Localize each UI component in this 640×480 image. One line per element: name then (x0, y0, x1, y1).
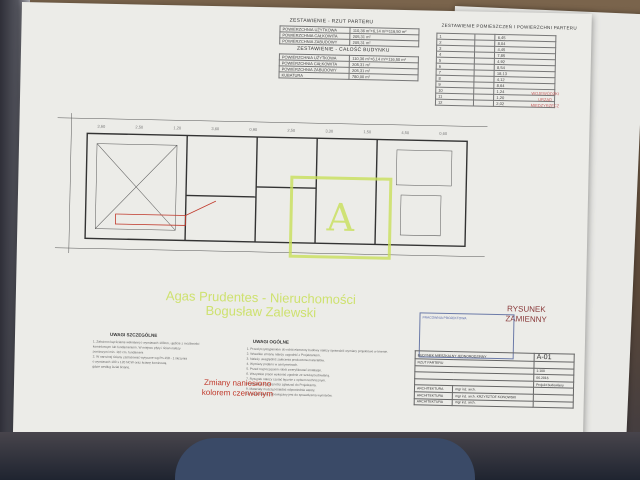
dimension-label: 0,60 (439, 131, 448, 136)
dimension-label: 0,90 (249, 127, 258, 132)
notes-left-head: UWAGI SZCZEGÓLNE (110, 331, 158, 338)
dimension-label: 3,60 (97, 124, 106, 129)
dimension-label: 1,20 (173, 125, 182, 130)
summary-label: KUBATURA (278, 71, 350, 80)
changes-note-line: kolorem czerwonym (201, 387, 274, 399)
stamp-office: PRACOWNIA PROJEKTOWA (422, 315, 467, 321)
dimension-label: 2,50 (287, 128, 296, 133)
drawing-sheet: ZESTAWIENIE - RZUT PARTERU POWIERZCHNIA … (12, 2, 592, 454)
red-approval-stamp: WOJEWÓDZKI URZĄD MIĘDZYRZECZ (499, 90, 590, 132)
watermark-letter: A (326, 195, 355, 241)
dimension-label: 2,50 (135, 124, 144, 129)
dimension-label: 3,30 (325, 128, 334, 133)
summary-value: 205,31 m² (350, 39, 419, 47)
tb-name: mgr inż. arch. (452, 399, 534, 408)
watermark-text: Agas Prudentes - Nieruchomości Bogusław … (165, 288, 356, 321)
floor-plan: 3,60 2,50 1,20 3,60 0,90 2,50 3,30 1,50 4,50 0,60 (54, 113, 488, 257)
dimension-label: 4,50 (401, 130, 410, 135)
watermark-logo: A (288, 175, 393, 260)
fabric-object (175, 438, 475, 480)
summary-value: 780,00 m³ (349, 73, 419, 81)
tb-role: ARCHITEKTURA (414, 398, 453, 406)
changes-note: Zmiany naniesiono kolorem czerwonym (202, 378, 274, 399)
summary-label: POWIERZCHNIA ZABUDOWY (279, 37, 351, 46)
room-name (473, 99, 494, 107)
rooms-header: ZESTAWIENIE POMIESZCZEŃ I POWIERZCHNI PA… (441, 22, 577, 31)
notes-left: 1. Założono kąt ścianie wełnianej o wymi… (92, 340, 238, 373)
dimension-label: 3,60 (211, 126, 220, 131)
stamp-line: MIĘDZYRZECZ (530, 102, 560, 109)
room-nr: 12 (435, 99, 474, 106)
dimension-label: 1,50 (363, 129, 372, 134)
summary-header: ZESTAWIENIE - RZUT PARTERU (289, 17, 374, 26)
summary-header-2: ZESTAWIENIE - CAŁOŚĆ BUDYNKU (297, 45, 390, 54)
notes-right-head: UWAGI OGÓLNE (252, 338, 289, 345)
